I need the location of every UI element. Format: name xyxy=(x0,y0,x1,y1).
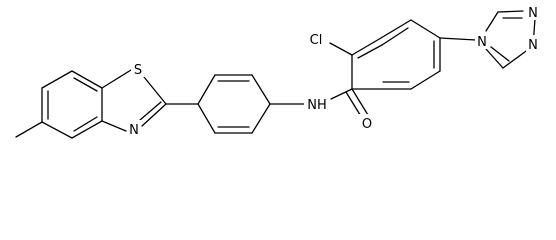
atom-triazole-nitrogen-3: N xyxy=(526,35,540,53)
chlorobenzene-ring xyxy=(351,19,441,90)
atom-triazole-nitrogen-2: N xyxy=(526,3,540,21)
carbonyl-oxygen-label: O xyxy=(362,117,372,132)
chloro-bond xyxy=(329,42,353,56)
amide-nitrogen-label: NH xyxy=(307,98,327,113)
triazole-nitrogen-3-label: N xyxy=(528,38,538,53)
atom-amide-nitrogen: NH xyxy=(304,95,330,113)
atom-carbonyl-oxygen: O xyxy=(359,114,375,132)
thiazole-nitrogen-label: N xyxy=(129,123,139,138)
amide-linkage xyxy=(269,88,369,119)
triazole-nitrogen-2-label: N xyxy=(528,6,538,21)
triazole-nitrogen-1-label: N xyxy=(477,35,487,50)
chlorine-label: Cl xyxy=(310,33,323,48)
benzothiazole-benzene-ring xyxy=(41,70,103,139)
methyl-bond xyxy=(15,121,43,138)
chemical-structure-diagram: Cl N N N NH O S N xyxy=(15,3,540,139)
atom-chlorine: Cl xyxy=(305,31,327,48)
triazole-attachment-bond xyxy=(439,37,477,41)
thiazole-ring xyxy=(101,69,167,132)
thiazole-sulfur-label: S xyxy=(134,63,142,78)
central-phenyl-ring xyxy=(197,74,271,134)
atom-thiazole-nitrogen: N xyxy=(127,120,141,138)
atom-thiazole-sulfur: S xyxy=(131,60,145,78)
atom-triazole-nitrogen-1: N xyxy=(475,32,489,50)
